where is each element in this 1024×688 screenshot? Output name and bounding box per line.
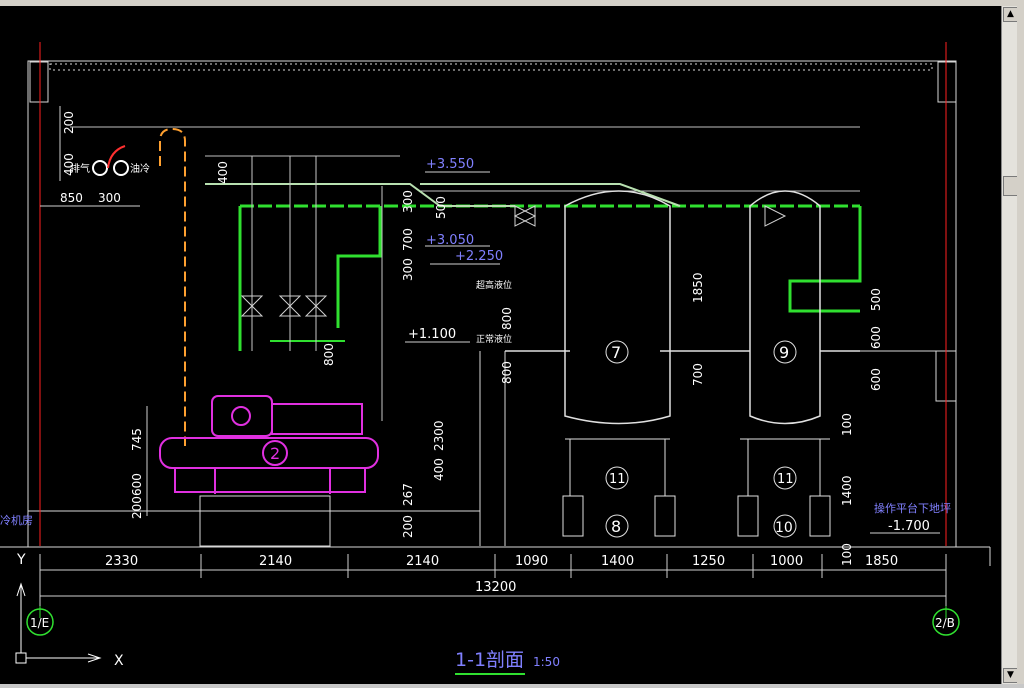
tag-7: 7 (611, 343, 621, 362)
dim-200-b: 200 (130, 496, 144, 519)
section-title: 1-1剖面 (455, 649, 524, 671)
level-label-high: 超高液位 (476, 279, 512, 291)
level-label-normal: 正常液位 (476, 333, 512, 345)
dim-267: 267 (401, 483, 415, 506)
bottom-dimension-chain (39, 554, 947, 618)
tag-2: 2 (270, 444, 280, 463)
elevation-marks (405, 171, 940, 534)
dim-800-tank-b: 800 (500, 361, 514, 384)
discharge-pipe (92, 127, 186, 446)
scroll-up-button[interactable]: ▲ (1003, 7, 1018, 22)
dim-2300: 2300 (432, 420, 446, 451)
section-drawing: 2 7 8 9 10 11 11 +3.550 +3.050 +2.250 +1… (0, 42, 991, 675)
scroll-thumb[interactable] (1003, 176, 1018, 196)
dim-700-top: 700 (401, 228, 415, 251)
dim-200-mid: 200 (401, 515, 415, 538)
axis-bubbles (26, 608, 960, 636)
window-top-bar (0, 0, 1024, 6)
room-label: 冷机房 (0, 513, 33, 527)
dim-500-top: 500 (434, 196, 448, 219)
dim-700-tank: 700 (691, 363, 705, 386)
dim-100-base: 100 (840, 543, 854, 566)
equipment-tag-circles (605, 340, 797, 538)
pipe-label-discharge: 排气 (70, 162, 90, 175)
dim-850: 850 (60, 191, 83, 205)
branch-pipes (251, 156, 383, 421)
dim-300-top-a: 300 (401, 258, 415, 281)
bay-dim-1: 2330 (105, 554, 138, 569)
axis-lines (39, 42, 947, 546)
dim-300-top-b: 300 (401, 190, 415, 213)
tag-11-right: 11 (777, 472, 794, 487)
cad-drawing-canvas[interactable]: 2 7 8 9 10 11 11 +3.550 +3.050 +2.250 +1… (0, 6, 1001, 684)
bay-dim-3: 2140 (406, 554, 439, 569)
tag-10: 10 (775, 520, 793, 536)
bay-dim-4: 1090 (515, 554, 548, 569)
bay-dim-8: 1850 (865, 554, 898, 569)
elevation-1100: +1.100 (408, 327, 456, 342)
dim-400-a: 400 (62, 153, 76, 176)
ucs-x-label: X (114, 653, 124, 669)
elevation-3050: +3.050 (426, 233, 474, 248)
dim-1400-tank: 1400 (840, 475, 854, 506)
elevation-minus-1700: -1.700 (888, 519, 930, 534)
elevation-2250: +2.250 (455, 249, 503, 264)
bay-dim-5: 1400 (601, 554, 634, 569)
pipe-label-oil: 油冷 (130, 162, 150, 175)
dim-800-mid: 800 (322, 343, 336, 366)
platform-note: 操作平台下地坪 (874, 501, 951, 515)
dim-600-tank-b: 600 (869, 368, 883, 391)
vessels (505, 190, 860, 425)
scroll-down-button[interactable]: ▼ (1003, 668, 1018, 683)
dim-300: 300 (98, 191, 121, 205)
elevation-3550: +3.550 (426, 157, 474, 172)
vertical-scrollbar[interactable]: ▲ ▼ (1001, 6, 1018, 684)
compressor-unit (159, 395, 379, 494)
axis-label-right: 2/B (935, 616, 955, 630)
dim-400-b: 400 (216, 161, 230, 184)
pumps (562, 438, 831, 537)
dim-200-a: 200 (62, 111, 76, 134)
section-scale: 1:50 (533, 655, 560, 669)
hot-gas-pipe (205, 183, 681, 207)
valves (240, 205, 787, 317)
dim-745: 745 (130, 428, 144, 451)
tag-11-left: 11 (609, 472, 626, 487)
dim-600: 600 (130, 473, 144, 496)
dim-400-mid: 400 (432, 458, 446, 481)
left-dimension-lines (40, 106, 148, 516)
overall-dimension: 13200 (475, 580, 516, 595)
bay-dim-6: 1250 (692, 554, 725, 569)
ucs-icon (15, 582, 102, 664)
dim-600-tank-a: 600 (869, 326, 883, 349)
ucs-y-label: Y (16, 552, 26, 568)
dim-800-tank-a: 800 (500, 307, 514, 330)
dim-500-tank: 500 (869, 288, 883, 311)
window-frame-edge (1017, 6, 1024, 684)
bay-dim-2: 2140 (259, 554, 292, 569)
liquid-pipes (238, 204, 862, 351)
axis-label-left: 1/E (30, 616, 49, 630)
dim-100-tank: 100 (840, 413, 854, 436)
bay-dim-7: 1000 (770, 554, 803, 569)
tag-9: 9 (779, 343, 789, 362)
dim-1850: 1850 (691, 272, 705, 303)
tag-8: 8 (611, 517, 621, 536)
